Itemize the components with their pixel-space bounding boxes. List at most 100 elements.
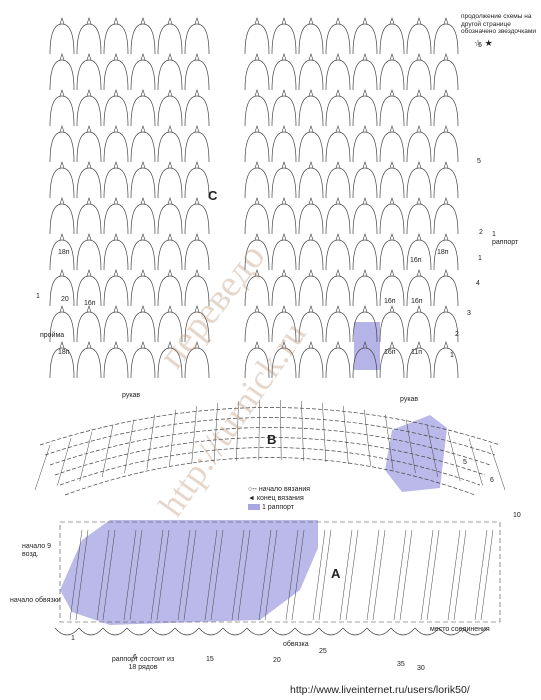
loop-arch bbox=[379, 347, 405, 379]
shell-stitch bbox=[194, 305, 200, 313]
loop-arch bbox=[76, 275, 102, 307]
loop-arch bbox=[184, 167, 210, 199]
shell-stitch bbox=[362, 269, 368, 277]
row-number: 5 bbox=[463, 459, 467, 466]
loop-arch bbox=[433, 23, 459, 55]
fan-spoke bbox=[236, 401, 239, 461]
shell-stitch bbox=[362, 125, 368, 133]
loop-arch bbox=[130, 203, 156, 235]
loop-arch bbox=[406, 203, 432, 235]
shell-stitch bbox=[254, 161, 260, 169]
shell-stitch bbox=[59, 53, 65, 61]
section-label-b: B bbox=[267, 432, 277, 447]
shell-stitch bbox=[281, 305, 287, 313]
shell-stitch bbox=[140, 269, 146, 277]
loop-arch bbox=[130, 239, 156, 271]
shell-stitch bbox=[86, 305, 92, 313]
loop-arch bbox=[271, 95, 297, 127]
shell-stitch bbox=[281, 17, 287, 25]
shell-stitch bbox=[59, 233, 65, 241]
label-mesto-soedineniya: место соединения bbox=[430, 626, 490, 633]
fan-arc bbox=[49, 427, 491, 466]
loop-arch bbox=[76, 347, 102, 379]
shell-stitch bbox=[254, 197, 260, 205]
loop-arch bbox=[76, 239, 102, 271]
section-label-c: C bbox=[208, 188, 218, 203]
row-number: 1 bbox=[450, 352, 454, 359]
rapport-highlight bbox=[385, 415, 447, 492]
loop-arch bbox=[103, 239, 129, 271]
shell-stitch bbox=[167, 197, 173, 205]
cell-label: 16п bbox=[384, 349, 396, 356]
fan-spoke bbox=[447, 431, 461, 482]
loop-arch bbox=[406, 347, 432, 379]
cell-label: 11п bbox=[411, 349, 423, 356]
loop-arch bbox=[406, 167, 432, 199]
shell-stitch bbox=[308, 17, 314, 25]
shell-stitch bbox=[140, 53, 146, 61]
loop-arch bbox=[271, 23, 297, 55]
label-rukav-right: рукав bbox=[400, 396, 419, 403]
shell-stitch bbox=[140, 233, 146, 241]
shell-stitch bbox=[389, 233, 395, 241]
row-number: 25 bbox=[319, 648, 327, 655]
loop-arch bbox=[76, 167, 102, 199]
loop-arch bbox=[244, 23, 270, 55]
shell-stitch bbox=[335, 341, 341, 349]
shell-stitch bbox=[59, 17, 65, 25]
shell-stitch bbox=[308, 341, 314, 349]
legend-text: 1 раппорт bbox=[261, 504, 294, 511]
loop-arch bbox=[433, 347, 459, 379]
shell-stitch bbox=[194, 89, 200, 97]
row-number: 10 bbox=[513, 512, 521, 519]
fan-arc bbox=[54, 437, 486, 476]
edge-scallop bbox=[390, 627, 416, 636]
legend-symbol: ○-- bbox=[248, 486, 257, 493]
loop-arch bbox=[298, 59, 324, 91]
loop-arch bbox=[406, 275, 432, 307]
loop-arch bbox=[379, 131, 405, 163]
shell-stitch bbox=[167, 53, 173, 61]
loop-arch bbox=[352, 347, 378, 379]
shell-stitch bbox=[113, 233, 119, 241]
loop-arch bbox=[184, 239, 210, 271]
loop-arch bbox=[130, 167, 156, 199]
edge-scallop bbox=[270, 627, 296, 636]
shell-stitch bbox=[335, 89, 341, 97]
stitch-column bbox=[69, 529, 89, 621]
loop-arch bbox=[76, 59, 102, 91]
shell-stitch bbox=[113, 53, 119, 61]
shell-stitch bbox=[167, 305, 173, 313]
shell-stitch bbox=[113, 125, 119, 133]
shell-stitch bbox=[140, 197, 146, 205]
shell-stitch bbox=[86, 197, 92, 205]
loop-arch bbox=[76, 131, 102, 163]
edge-scallop bbox=[150, 627, 176, 636]
fan-spoke bbox=[34, 444, 51, 491]
fan-spoke bbox=[57, 438, 72, 486]
fan-spoke bbox=[146, 414, 156, 470]
shell-stitch bbox=[140, 17, 146, 25]
shell-stitch bbox=[308, 305, 314, 313]
shell-stitch bbox=[59, 89, 65, 97]
loop-arch bbox=[130, 347, 156, 379]
loop-arch bbox=[352, 203, 378, 235]
stitch-column bbox=[339, 529, 359, 621]
loop-arch bbox=[157, 347, 183, 379]
edge-scallop bbox=[462, 627, 488, 636]
row-number: 5 bbox=[478, 42, 482, 49]
shell-stitch bbox=[86, 89, 92, 97]
row-number: 1 bbox=[71, 635, 75, 642]
loop-arch bbox=[271, 131, 297, 163]
shell-stitch bbox=[59, 197, 65, 205]
loop-arch bbox=[298, 131, 324, 163]
loop-arch bbox=[271, 59, 297, 91]
edge-scallop bbox=[198, 627, 224, 636]
legend: ○-- начало вязания ◄ конец вязания 1 рап… bbox=[248, 486, 310, 511]
edge-scallop bbox=[414, 627, 440, 636]
loop-arch bbox=[325, 23, 351, 55]
row-number: 1 bbox=[36, 293, 40, 300]
shell-stitch bbox=[443, 305, 449, 313]
shell-stitch bbox=[281, 161, 287, 169]
fan-spoke bbox=[426, 425, 439, 478]
